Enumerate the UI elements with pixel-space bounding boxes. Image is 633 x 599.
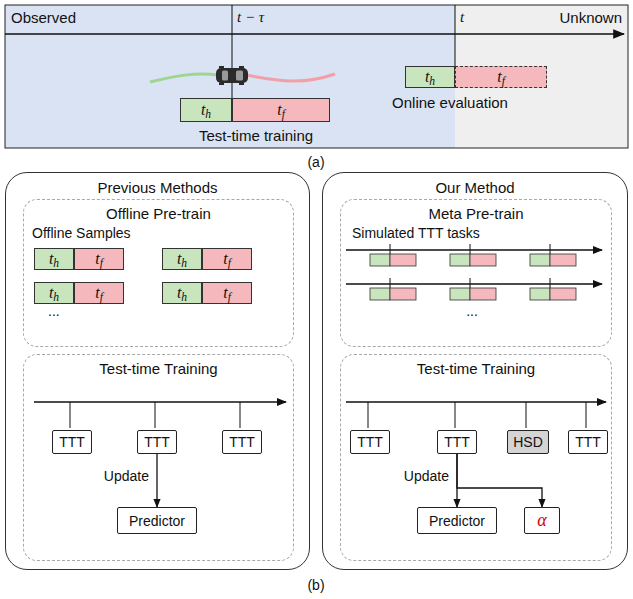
process-box: Predictor [117, 507, 197, 534]
simulated-task-timelines [346, 244, 602, 300]
edge-label: Update [402, 468, 451, 485]
unknown-region [455, 5, 628, 148]
update-arrow [156, 454, 157, 507]
history-segment: th [162, 248, 202, 270]
stage-group: Test-time TrainingTTT TTT HSD TTT Predictor α [340, 354, 612, 561]
history-segment: th [180, 98, 232, 122]
box-label: tf [95, 250, 103, 268]
group-heading: Meta Pre-train [428, 205, 523, 222]
box-label: th [177, 284, 187, 302]
history-segment: th [162, 282, 202, 304]
text-label: t [460, 9, 464, 26]
process-box: TTT [350, 430, 390, 454]
box-label: th [49, 250, 59, 268]
history-segment: th [405, 66, 455, 88]
box-label: TTT [59, 434, 85, 450]
text-label: t − τ [237, 9, 264, 26]
text-label: Offline Samples [32, 225, 131, 242]
future-segment: tf [455, 66, 547, 88]
box-label: tf [277, 101, 285, 119]
box-label: tf [223, 250, 231, 268]
group-heading: Test-time Training [417, 360, 535, 377]
group-heading: Offline Pre-train [106, 205, 211, 222]
history-segment: th [34, 248, 74, 270]
text-label: Unknown [559, 9, 622, 26]
box-label: tf [95, 284, 103, 302]
stage-group: Offline Pre-train th tf th tf th tf th tf [23, 199, 294, 347]
group-heading: Our Method [435, 179, 514, 196]
text-label: (b) [307, 577, 324, 594]
process-box: TTT [222, 430, 262, 454]
update-arrow [457, 454, 542, 507]
process-box: TTT [137, 430, 177, 454]
box-label: th [425, 68, 435, 86]
history-segment: th [34, 282, 74, 304]
text-label: Test-time training [199, 127, 313, 144]
panel-border [5, 5, 628, 148]
future-segment: tf [74, 248, 124, 270]
box-label: tf [497, 68, 505, 86]
box-label: TTT [575, 434, 601, 450]
box-label: th [49, 284, 59, 302]
box-label: TTT [357, 434, 383, 450]
box-label: tf [223, 284, 231, 302]
hsd-box: HSD [507, 430, 549, 454]
text-label: Online evaluation [392, 94, 508, 111]
box-label: TTT [444, 434, 470, 450]
future-segment: tf [202, 248, 252, 270]
stage-group: Test-time TrainingTTT TTT TTT Predictor [23, 354, 294, 561]
text-label: ... [48, 303, 60, 320]
car-icon [216, 66, 248, 85]
group-heading: Test-time Training [99, 360, 217, 377]
stage-group: Meta Pre-train [340, 199, 612, 347]
future-segment: tf [232, 98, 330, 122]
future-trajectory [246, 74, 335, 81]
text-label: ... [466, 303, 478, 320]
box-label: HSD [513, 434, 543, 450]
box-label: th [177, 250, 187, 268]
process-box: TTT [52, 430, 92, 454]
box-label: Predictor [129, 513, 185, 529]
past-trajectory [150, 74, 218, 82]
process-box: Predictor [417, 507, 497, 534]
process-box: TTT [437, 430, 477, 454]
box-label: α [537, 510, 546, 531]
test-time-timelines [34, 402, 606, 428]
future-segment: tf [74, 282, 124, 304]
parameter-box: α [524, 507, 560, 534]
group-heading: Previous Methods [97, 179, 217, 196]
box-label: th [201, 101, 211, 119]
box-label: Predictor [429, 513, 485, 529]
box-label: TTT [144, 434, 170, 450]
time-axis [5, 33, 624, 35]
text-label: Simulated TTT tasks [352, 225, 480, 242]
future-segment: tf [202, 282, 252, 304]
box-label: TTT [229, 434, 255, 450]
text-label: Observed [11, 9, 76, 26]
observed-region [5, 5, 455, 148]
text-label: (a) [307, 154, 324, 171]
process-box: TTT [568, 430, 608, 454]
time-marker [232, 5, 233, 98]
edge-label: Update [102, 468, 151, 485]
